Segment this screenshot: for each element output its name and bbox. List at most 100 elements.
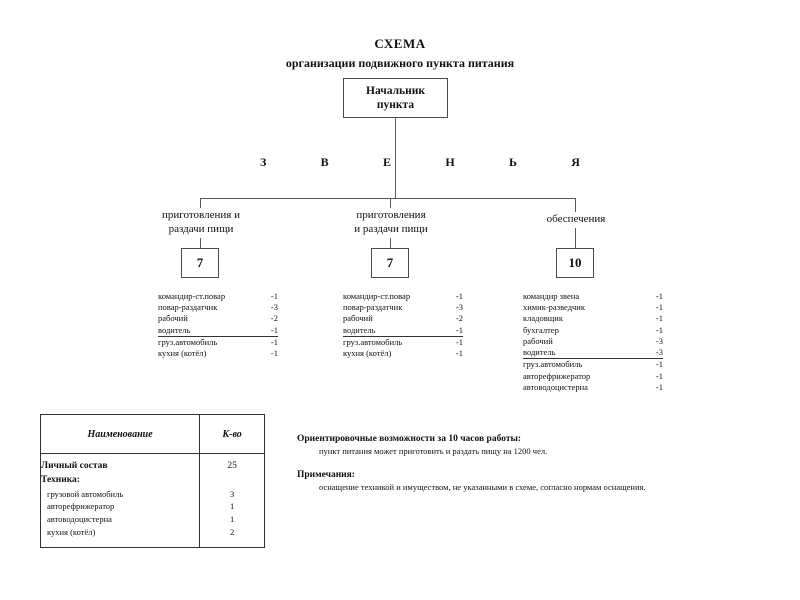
staff-name: рабочий xyxy=(158,313,188,324)
node-chief-line1: Начальник xyxy=(366,84,425,97)
staff-name: водитель xyxy=(158,324,191,335)
staff-qty: -3 xyxy=(655,335,663,346)
table-cell-quantities: 25 . 3 1 1 2 xyxy=(199,453,265,548)
node-chief-line2: пункта xyxy=(376,99,415,111)
staff-name: водитель xyxy=(343,324,376,335)
staff-row: груз.автомобиль -1 xyxy=(523,359,663,370)
zvenya-letter-6: Я xyxy=(571,155,580,169)
staff-name: груз.автомобиль xyxy=(523,359,583,370)
staff-qty: -3 xyxy=(270,302,278,313)
summary-table: Наименование К-во Личный состав Техника:… xyxy=(39,414,265,548)
table-item-name: Личный состав xyxy=(41,461,108,471)
remarks-heading: Примечания: xyxy=(297,470,355,480)
staff-row: кухня (котёл) -1 xyxy=(343,348,463,359)
connector-drop-branch-3 xyxy=(575,198,576,212)
staff-name: химик-разведчик xyxy=(523,302,585,313)
staff-name: автоводоцистерна xyxy=(523,381,588,392)
staff-row: груз.автомобиль -1 xyxy=(158,337,278,348)
staff-row: химик-разведчик -1 xyxy=(523,302,663,313)
staff-row: повар-раздатчик -3 xyxy=(158,302,278,313)
staff-list-2: командир-ст.повар -1 повар-раздатчик -3 … xyxy=(343,291,463,359)
branch-caption-2: приготовления и раздачи пищи xyxy=(320,208,462,237)
table-cell-names: Личный состав Техника: грузовой автомоби… xyxy=(39,453,201,548)
staff-qty: -1 xyxy=(455,348,463,359)
staff-row: водитель -1 xyxy=(158,325,278,337)
branch-caption-2-line2: и раздачи пищи xyxy=(354,223,428,236)
staff-list-3: командир звена -1 химик-разведчик -1 кла… xyxy=(523,291,663,393)
page-subtitle: организации подвижного пункта питания xyxy=(285,56,515,70)
staff-row: водитель -1 xyxy=(343,325,463,337)
zvenya-letter-3: Е xyxy=(383,155,392,169)
staff-name: командир-ст.повар xyxy=(343,291,411,301)
zvenya-letter-2: В xyxy=(320,155,329,169)
staff-qty: -2 xyxy=(455,313,463,324)
branch-caption-1-line2: раздачи пищи xyxy=(168,223,234,236)
connector-drop-branch-2 xyxy=(390,198,391,208)
staff-qty: -1 xyxy=(655,324,663,335)
staff-row: груз.автомобиль -1 xyxy=(343,337,463,348)
capabilities-heading: Ориентировочные возможности за 10 часов … xyxy=(297,434,522,444)
staff-row: рабочий -3 xyxy=(523,336,663,347)
staff-qty: -3 xyxy=(655,347,663,358)
table-header-qty: К-во xyxy=(199,414,265,454)
node-chief: Начальник пункта xyxy=(343,78,448,118)
branch-caption-1: приготовления и раздачи пищи xyxy=(130,208,272,237)
staff-qty: -3 xyxy=(455,302,463,313)
staff-name: рабочий xyxy=(523,335,553,346)
staff-name: груз.автомобиль xyxy=(343,336,403,347)
staff-name: кухня (котёл) xyxy=(158,348,207,359)
staff-row: командир-ст.повар -1 xyxy=(343,291,463,302)
staff-row: повар-раздатчик -3 xyxy=(343,302,463,313)
staff-qty: -1 xyxy=(455,336,463,347)
connector-bus xyxy=(200,198,576,199)
staff-name: груз.автомобиль xyxy=(158,336,218,347)
staff-name: рабочий xyxy=(343,313,373,324)
staff-qty: -1 xyxy=(455,324,463,335)
branch-count-box-2: 7 xyxy=(371,248,409,278)
table-header-row: Наименование К-во xyxy=(39,414,265,454)
page-title: СХЕМА xyxy=(374,36,426,51)
branch-caption-3-line1: обеспечения xyxy=(546,213,606,225)
staff-name: командир звена xyxy=(523,291,580,301)
staff-name: водитель xyxy=(523,347,556,358)
staff-qty: -1 xyxy=(270,324,278,335)
staff-qty: -1 xyxy=(270,291,278,301)
zvenya-label-row: З В Е Н Ь Я xyxy=(260,155,580,170)
branch-caption-2-line1: приготовления xyxy=(356,209,426,221)
staff-row: рабочий -2 xyxy=(343,313,463,324)
staff-row: бухгалтер -1 xyxy=(523,325,663,336)
table-item-name: грузовой автомобиль xyxy=(47,488,124,499)
table-header-name: Наименование xyxy=(39,414,201,454)
staff-qty: -1 xyxy=(270,348,278,359)
staff-qty: -1 xyxy=(655,291,663,301)
staff-qty: -2 xyxy=(270,313,278,324)
table-item-qty: 2 xyxy=(229,526,235,537)
table-item-qty: 3 xyxy=(229,488,235,499)
notes-section: Ориентировочные возможности за 10 часов … xyxy=(297,434,777,492)
staff-row: авторефрижератор -1 xyxy=(523,371,663,382)
branch-caption-3: обеспечения xyxy=(512,212,640,226)
zvenya-letter-1: З xyxy=(260,155,267,169)
zvenya-letter-5: Ь xyxy=(509,155,517,169)
staff-name: кладовщик xyxy=(523,313,563,324)
table-item-name: автоводоцистерна xyxy=(47,514,112,525)
staff-list-1: командир-ст.повар -1 повар-раздатчик -3 … xyxy=(158,291,278,359)
staff-name: повар-раздатчик xyxy=(158,302,218,313)
staff-qty: -1 xyxy=(270,336,278,347)
staff-qty: -1 xyxy=(655,313,663,324)
staff-qty: -1 xyxy=(655,359,663,370)
staff-row: автоводоцистерна -1 xyxy=(523,382,663,393)
staff-name: кухня (котёл) xyxy=(343,348,392,359)
connector-stem-branch-1 xyxy=(200,238,201,248)
staff-row: кладовщик -1 xyxy=(523,313,663,324)
zvenya-letter-4: Н xyxy=(445,155,455,169)
staff-name: авторефрижератор xyxy=(523,370,591,381)
table-item-qty: 1 xyxy=(229,514,235,525)
table-row: Личный состав Техника: грузовой автомоби… xyxy=(39,453,265,548)
staff-name: бухгалтер xyxy=(523,324,559,335)
branch-count-box-1: 7 xyxy=(181,248,219,278)
staff-row: командир-ст.повар -1 xyxy=(158,291,278,302)
staff-row: водитель -3 xyxy=(523,347,663,360)
staff-row: кухня (котёл) -1 xyxy=(158,348,278,359)
branch-count-box-3: 10 xyxy=(556,248,594,278)
